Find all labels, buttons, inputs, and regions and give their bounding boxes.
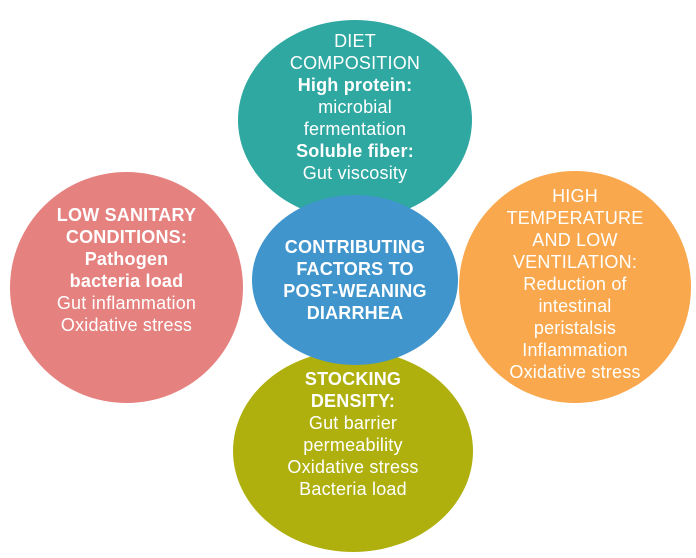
temperature-heading-line-2: TEMPERATURE (506, 208, 644, 228)
diet-microbial-line: microbial (318, 97, 392, 117)
temperature-heading-line-1: HIGH (552, 186, 598, 206)
diet-gut-viscosity-line: Gut viscosity (302, 163, 408, 183)
center-title-line-2: FACTORS TO (296, 259, 414, 279)
stocking-permeability-line: permeability (303, 435, 403, 455)
high-temperature-low-ventilation-bubble: HIGH TEMPERATURE AND LOW VENTILATION: Re… (459, 171, 691, 403)
center-title-line-3: POST-WEANING (283, 281, 427, 301)
stocking-bacteria-load-line: Bacteria load (299, 479, 407, 499)
center-title-line-4: DIARRHEA (306, 303, 404, 323)
temperature-reduction-line: Reduction of (523, 274, 627, 294)
diet-high-protein-label: High protein: (297, 75, 413, 95)
temperature-peristalsis-line: peristalsis (533, 318, 617, 338)
stocking-heading-line-2: DENSITY: (310, 391, 396, 411)
temperature-intestinal-line: intestinal (538, 296, 612, 316)
sanitary-gut-inflammation-line: Gut inflammation (56, 293, 197, 313)
sanitary-bacteria-load-line: bacteria load (69, 271, 184, 291)
low-sanitary-conditions-bubble: LOW SANITARY CONDITIONS: Pathogen bacter… (10, 172, 243, 403)
diet-heading-line-2: COMPOSITION (289, 53, 421, 73)
temperature-inflammation-line: Inflammation (522, 340, 628, 360)
stocking-heading-line-1: STOCKING (304, 369, 402, 389)
sanitary-oxidative-stress-line: Oxidative stress (60, 315, 193, 335)
center-title-line-1: CONTRIBUTING (284, 237, 426, 257)
sanitary-heading-line-2: CONDITIONS: (65, 227, 188, 247)
diet-heading-line-1: DIET (334, 31, 376, 51)
stocking-gut-barrier-line: Gut barrier (308, 413, 398, 433)
temperature-heading-line-3: AND LOW (532, 230, 618, 250)
diet-soluble-fiber-label: Soluble fiber: (296, 141, 414, 161)
temperature-oxidative-stress-line: Oxidative stress (509, 362, 641, 382)
diet-composition-bubble: DIET COMPOSITION High protein: microbial… (238, 20, 472, 220)
contributing-factors-center-bubble: CONTRIBUTING FACTORS TO POST-WEANING DIA… (252, 195, 458, 365)
sanitary-pathogen-line: Pathogen (84, 249, 169, 269)
stocking-oxidative-stress-line: Oxidative stress (287, 457, 419, 477)
stocking-density-bubble: STOCKING DENSITY: Gut barrier permeabili… (233, 350, 473, 552)
temperature-heading-line-4: VENTILATION: (512, 252, 638, 272)
sanitary-heading-line-1: LOW SANITARY (56, 205, 197, 225)
diet-fermentation-line: fermentation (303, 119, 407, 139)
